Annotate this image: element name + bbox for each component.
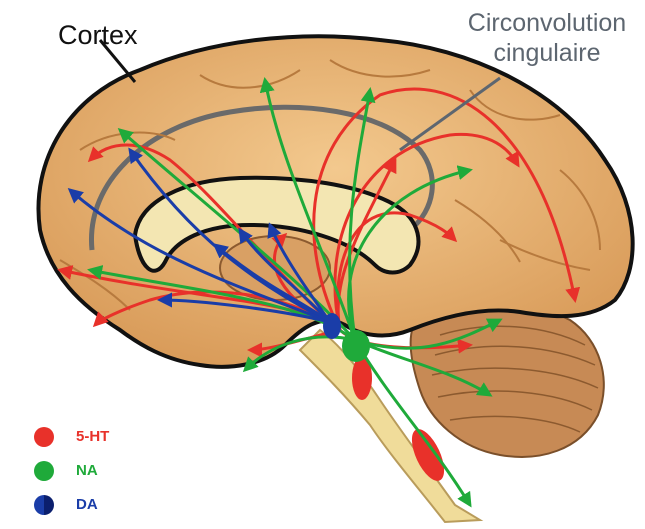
cortex-label: Cortex [58, 20, 138, 51]
dopamine-nucleus [323, 313, 341, 339]
legend-label-5ht: 5-HT [76, 428, 109, 445]
cingulate-label-line-1: Circonvolution [457, 8, 637, 38]
cingulate-gyrus-label: Circonvolution cingulaire [457, 8, 637, 68]
legend-label-da: DA [76, 496, 98, 513]
red-dot-icon [34, 427, 54, 447]
legend-label-na: NA [76, 462, 98, 479]
blue-dot-icon [34, 495, 54, 515]
cingulate-label-line-2: cingulaire [457, 38, 637, 68]
cerebellum-shape [411, 304, 604, 457]
legend-item-da: DA [30, 493, 170, 517]
green-dot-icon [34, 461, 54, 481]
legend-item-na: NA [30, 459, 170, 483]
noradrenaline-nucleus [342, 330, 370, 362]
legend-item-5ht: 5-HT [30, 425, 170, 449]
